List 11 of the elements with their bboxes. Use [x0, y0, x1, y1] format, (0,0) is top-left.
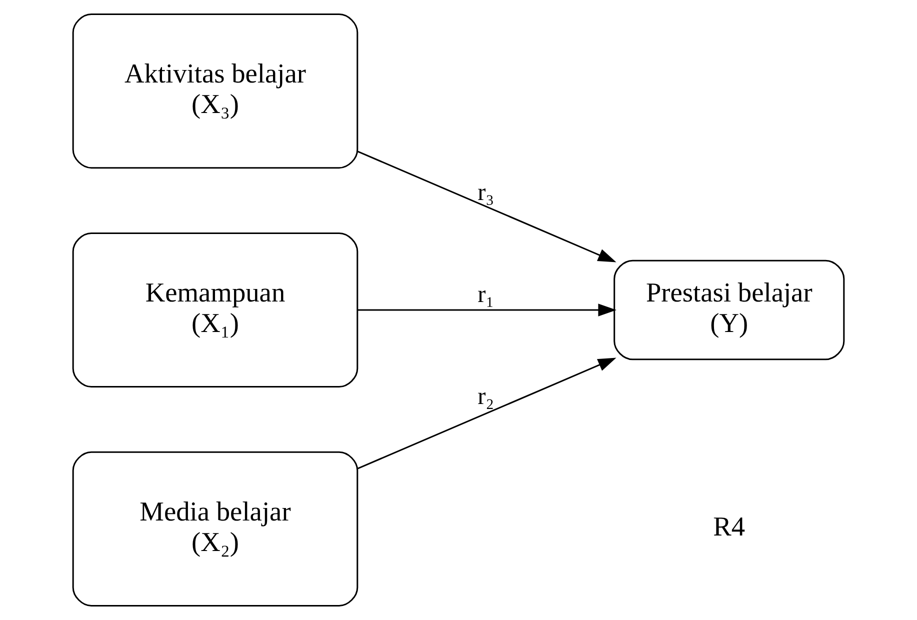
- arrow: [357, 150, 616, 262]
- arrow: [358, 304, 616, 316]
- node-box: Media belajar (X₂): [72, 451, 358, 606]
- edge-label: r₂: [478, 382, 494, 410]
- node-box: Prestasi belajar (Y): [614, 260, 845, 360]
- node-box: Aktivitas belajar (X₃): [72, 14, 358, 169]
- edge-label: r₁: [478, 281, 494, 308]
- edge-label: r₃: [478, 179, 494, 206]
- node-box: Kemampuan (X₁): [72, 232, 358, 388]
- label: R4: [713, 512, 746, 542]
- arrow: [357, 358, 616, 470]
